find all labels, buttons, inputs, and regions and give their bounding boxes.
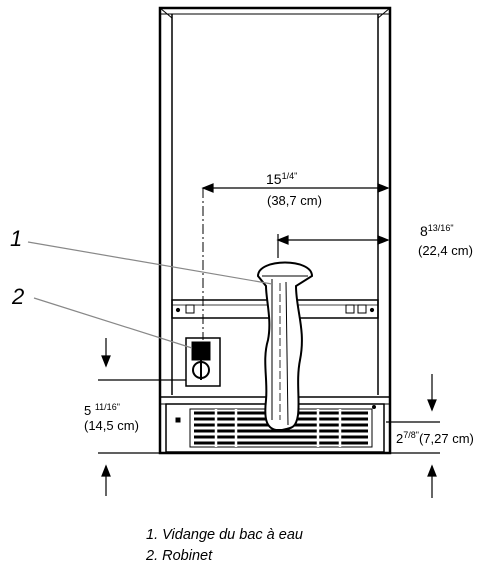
dim-width-drain-metric: (22,4 cm): [418, 243, 473, 258]
drain-hose: [256, 261, 314, 431]
callout-2: 2: [12, 284, 25, 309]
dim-height-valve-metric: (14,5 cm): [84, 418, 139, 433]
valve: [185, 337, 221, 387]
legend-item-1: 1. Vidange du bac à eau: [146, 527, 303, 543]
callout-1: 1: [10, 226, 23, 251]
dim-height-drain: 27/8"(7,27 cm): [396, 430, 474, 446]
dimension-lines: [98, 183, 440, 498]
leader-lines: [27, 241, 273, 349]
dim-width-drain: 813/16": [420, 223, 454, 239]
dim-width-total-metric: (38,7 cm): [267, 193, 322, 208]
legend-item-2: 2. Robinet: [146, 548, 213, 564]
cabinet: [158, 6, 392, 455]
dim-height-valve: 5 11/16": [84, 402, 120, 418]
dim-width-total: 151/4": [266, 171, 298, 187]
